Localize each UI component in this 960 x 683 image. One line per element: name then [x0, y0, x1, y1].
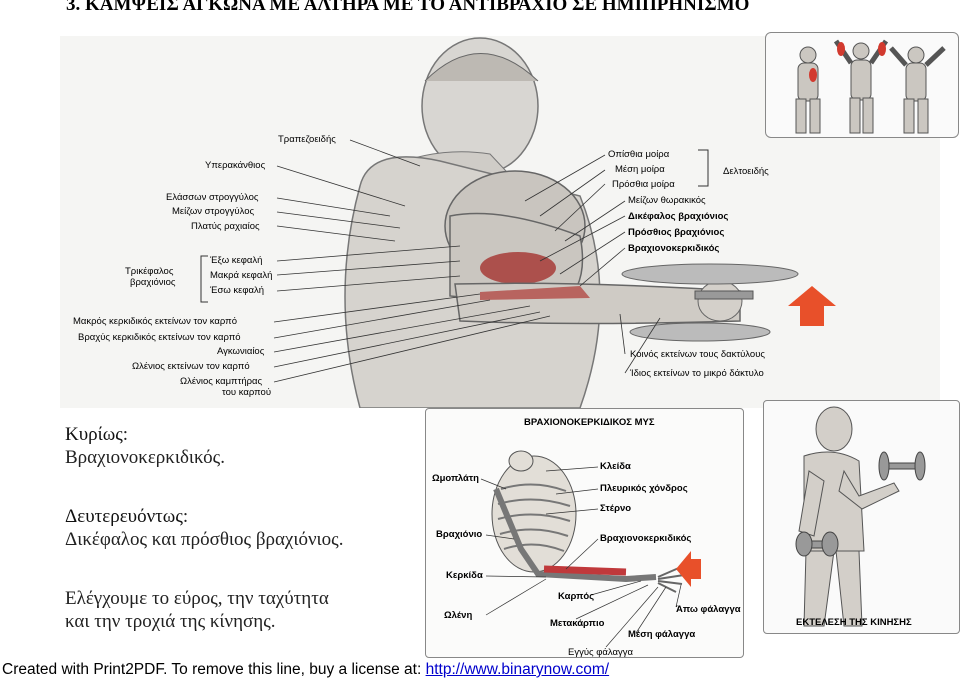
secondary-colon: : [182, 506, 189, 527]
secondary-body: Δικέφαλος και πρόσθιος βραχιόνιος. [65, 529, 344, 550]
label-triceps-group-2: βραχιόνιος [130, 277, 176, 288]
skeleton-title: ΒΡΑΧΙΟΝΟΚΕΡΚΙΔΙΚΟΣ ΜΥΣ [524, 417, 655, 428]
primary-colon: : [122, 424, 129, 445]
primary-section: Κυρίως: Βραχιονοκερκιδικός. [65, 423, 225, 469]
execution-illustration [795, 406, 926, 627]
label-supraspinatus: Υπερακάνθιος [205, 160, 266, 171]
label-ecr-brevis: Βραχύς κερκιδικός εκτείνων τον καρπό [78, 332, 241, 343]
label-pectoralis-major: Μείζων θωρακικός [628, 195, 706, 206]
label-anconeus: Αγκωνιαίος [217, 346, 265, 357]
label-ulna: Ωλένη [444, 610, 473, 621]
secondary-section: Δευτερευόντως: Δικέφαλος και πρόσθιος βρ… [65, 505, 343, 551]
label-carpus: Καρπός [558, 591, 595, 602]
label-humerus: Βραχιόνιο [436, 529, 483, 540]
skeleton-illustration [480, 450, 701, 648]
label-scapula: Ωμοπλάτη [432, 473, 479, 484]
label-long-head: Μακρά κεφαλή [210, 270, 273, 281]
label-triceps-group-1: Τρικέφαλος [125, 266, 174, 277]
thumbnail-illustration [795, 39, 946, 134]
label-distal-phalanx: Άπω φάλαγγα [676, 604, 741, 615]
label-trapezius: Τραπεζοειδής [278, 134, 336, 145]
label-fcu-2: του καρπού [222, 387, 272, 398]
execution-figure: ΕΚΤΕΛΕΣΗ ΤΗΣ ΚΙΝΗΣΗΣ [763, 400, 960, 634]
footer: Created with Print2PDF. To remove this l… [2, 661, 609, 679]
page-title: 3. ΚΑΜΨΕΙΣ ΑΓΚΩΝΑ ΜΕ ΑΛΤΗΡΑ ΜΕ ΤΟ ΑΝΤΙΒΡ… [66, 0, 750, 15]
label-radius: Κερκίδα [446, 570, 483, 581]
label-deltoid-group: Δελτοειδής [723, 166, 769, 177]
triceps-bracket [200, 255, 208, 303]
label-extensor-digiti-minimi: Ίδιος εκτείνων το μικρό δάκτυλο [630, 368, 764, 379]
footer-link[interactable]: http://www.binarynow.com/ [425, 661, 610, 678]
primary-heading: Κυρίως [65, 424, 123, 445]
label-ecu: Ωλένιος εκτείνων τον καρπό [132, 361, 250, 372]
execution-caption: ΕΚΤΕΛΕΣΗ ΤΗΣ ΚΙΝΗΣΗΣ [796, 617, 912, 628]
secondary-heading: Δευτερευόντως [65, 506, 183, 527]
label-sternum: Στέρνο [600, 503, 632, 514]
label-teres-major: Μείζων στρογγύλος [172, 206, 255, 217]
label-lateral-head: Έξω κεφαλή [210, 255, 263, 266]
note-line-1: Ελέγχουμε το εύρος, την ταχύτητα [65, 588, 329, 609]
label-metacarpus: Μετακάρπιο [550, 618, 605, 629]
label-biceps: Δικέφαλος βραχιόνιος [628, 211, 729, 222]
label-teres-minor: Ελάσσων στρογγύλος [166, 192, 259, 203]
footer-text: Created with Print2PDF. To remove this l… [2, 661, 426, 678]
label-middle-deltoid: Μέση μοίρα [615, 164, 665, 175]
skeleton-figure: ΒΡΑΧΙΟΝΟΚΕΡΚΙΔΙΚΟΣ ΜΥΣ Ωμοπλάτη Κλείδα Π… [425, 408, 744, 658]
label-anterior-deltoid: Πρόσθια μοίρα [612, 179, 675, 190]
label-fcu-1: Ωλένιος καμπτήρας [180, 376, 263, 387]
label-extensor-digitorum: Κοινός εκτείνων τους δακτύλους [630, 349, 765, 360]
label-middle-phalanx: Μέση φάλαγγα [628, 629, 696, 640]
primary-body: Βραχιονοκερκιδικός. [65, 447, 225, 468]
label-clavicle: Κλείδα [600, 461, 631, 472]
label-proximal-phalanx: Εγγύς φάλαγγα [568, 647, 633, 658]
note-section: Ελέγχουμε το εύρος, την ταχύτητα και την… [65, 587, 329, 633]
label-latissimus: Πλατύς ραχιαίος [191, 221, 260, 232]
label-brachialis: Πρόσθιος βραχιόνιος [628, 227, 725, 238]
thumbnail-figure [765, 32, 959, 138]
label-ecr-longus: Μακρός κερκιδικός εκτείνων τον καρπό [73, 316, 238, 327]
label-brachioradialis-skeleton: Βραχιονοκερκιδικός [600, 533, 692, 544]
main-anatomy-illustration [273, 37, 836, 408]
label-costal-cartilage: Πλευρικός χόνδρος [600, 483, 688, 494]
label-posterior-deltoid: Οπίσθια μοίρα [608, 149, 670, 160]
note-line-2: και την τροχιά της κίνησης. [65, 611, 276, 632]
label-medial-head: Έσω κεφαλή [210, 285, 265, 296]
label-brachioradialis: Βραχιονοκερκιδικός [628, 243, 720, 254]
